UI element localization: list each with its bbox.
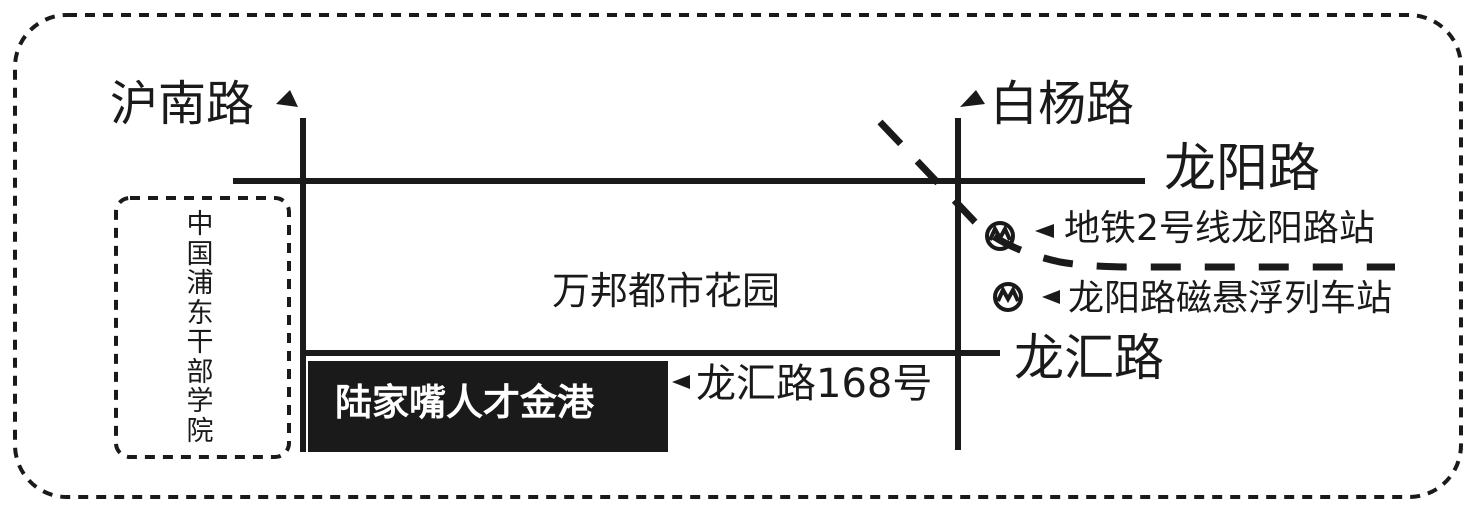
- pointer-icon: [1035, 224, 1054, 238]
- arrow-north-hunan: [276, 90, 298, 107]
- arrow-north-baiyang: [960, 90, 985, 107]
- metro-line-2: [877, 119, 1395, 271]
- pointer-icon: [672, 375, 690, 389]
- road-label-baiyang: 白杨路: [990, 76, 1135, 132]
- pointer-icon: [1042, 290, 1060, 304]
- road-label-hunan: 沪南路: [110, 76, 255, 132]
- cadre-academy-outline: [114, 196, 291, 459]
- road-label-longhui: 龙汇路: [1014, 329, 1164, 387]
- place-label-wanbang: 万邦都市花园: [552, 269, 781, 313]
- metro-icon: [985, 221, 1015, 251]
- map-border: [13, 13, 1463, 499]
- station-label-maglev: 龙阳路磁悬浮列车站: [1068, 278, 1393, 319]
- road-label-longyang: 龙阳路: [1164, 139, 1321, 199]
- target-building: 陆家嘴人才金港: [308, 361, 668, 452]
- address-label: 龙汇路168号: [696, 361, 933, 407]
- metro-icon: [993, 282, 1023, 312]
- target-building-label: 陆家嘴人才金港: [335, 381, 594, 424]
- station-label-metro: 地铁2号线龙阳路站: [1064, 208, 1375, 249]
- place-label-cadre-academy: 中国浦东干部学院: [186, 209, 214, 447]
